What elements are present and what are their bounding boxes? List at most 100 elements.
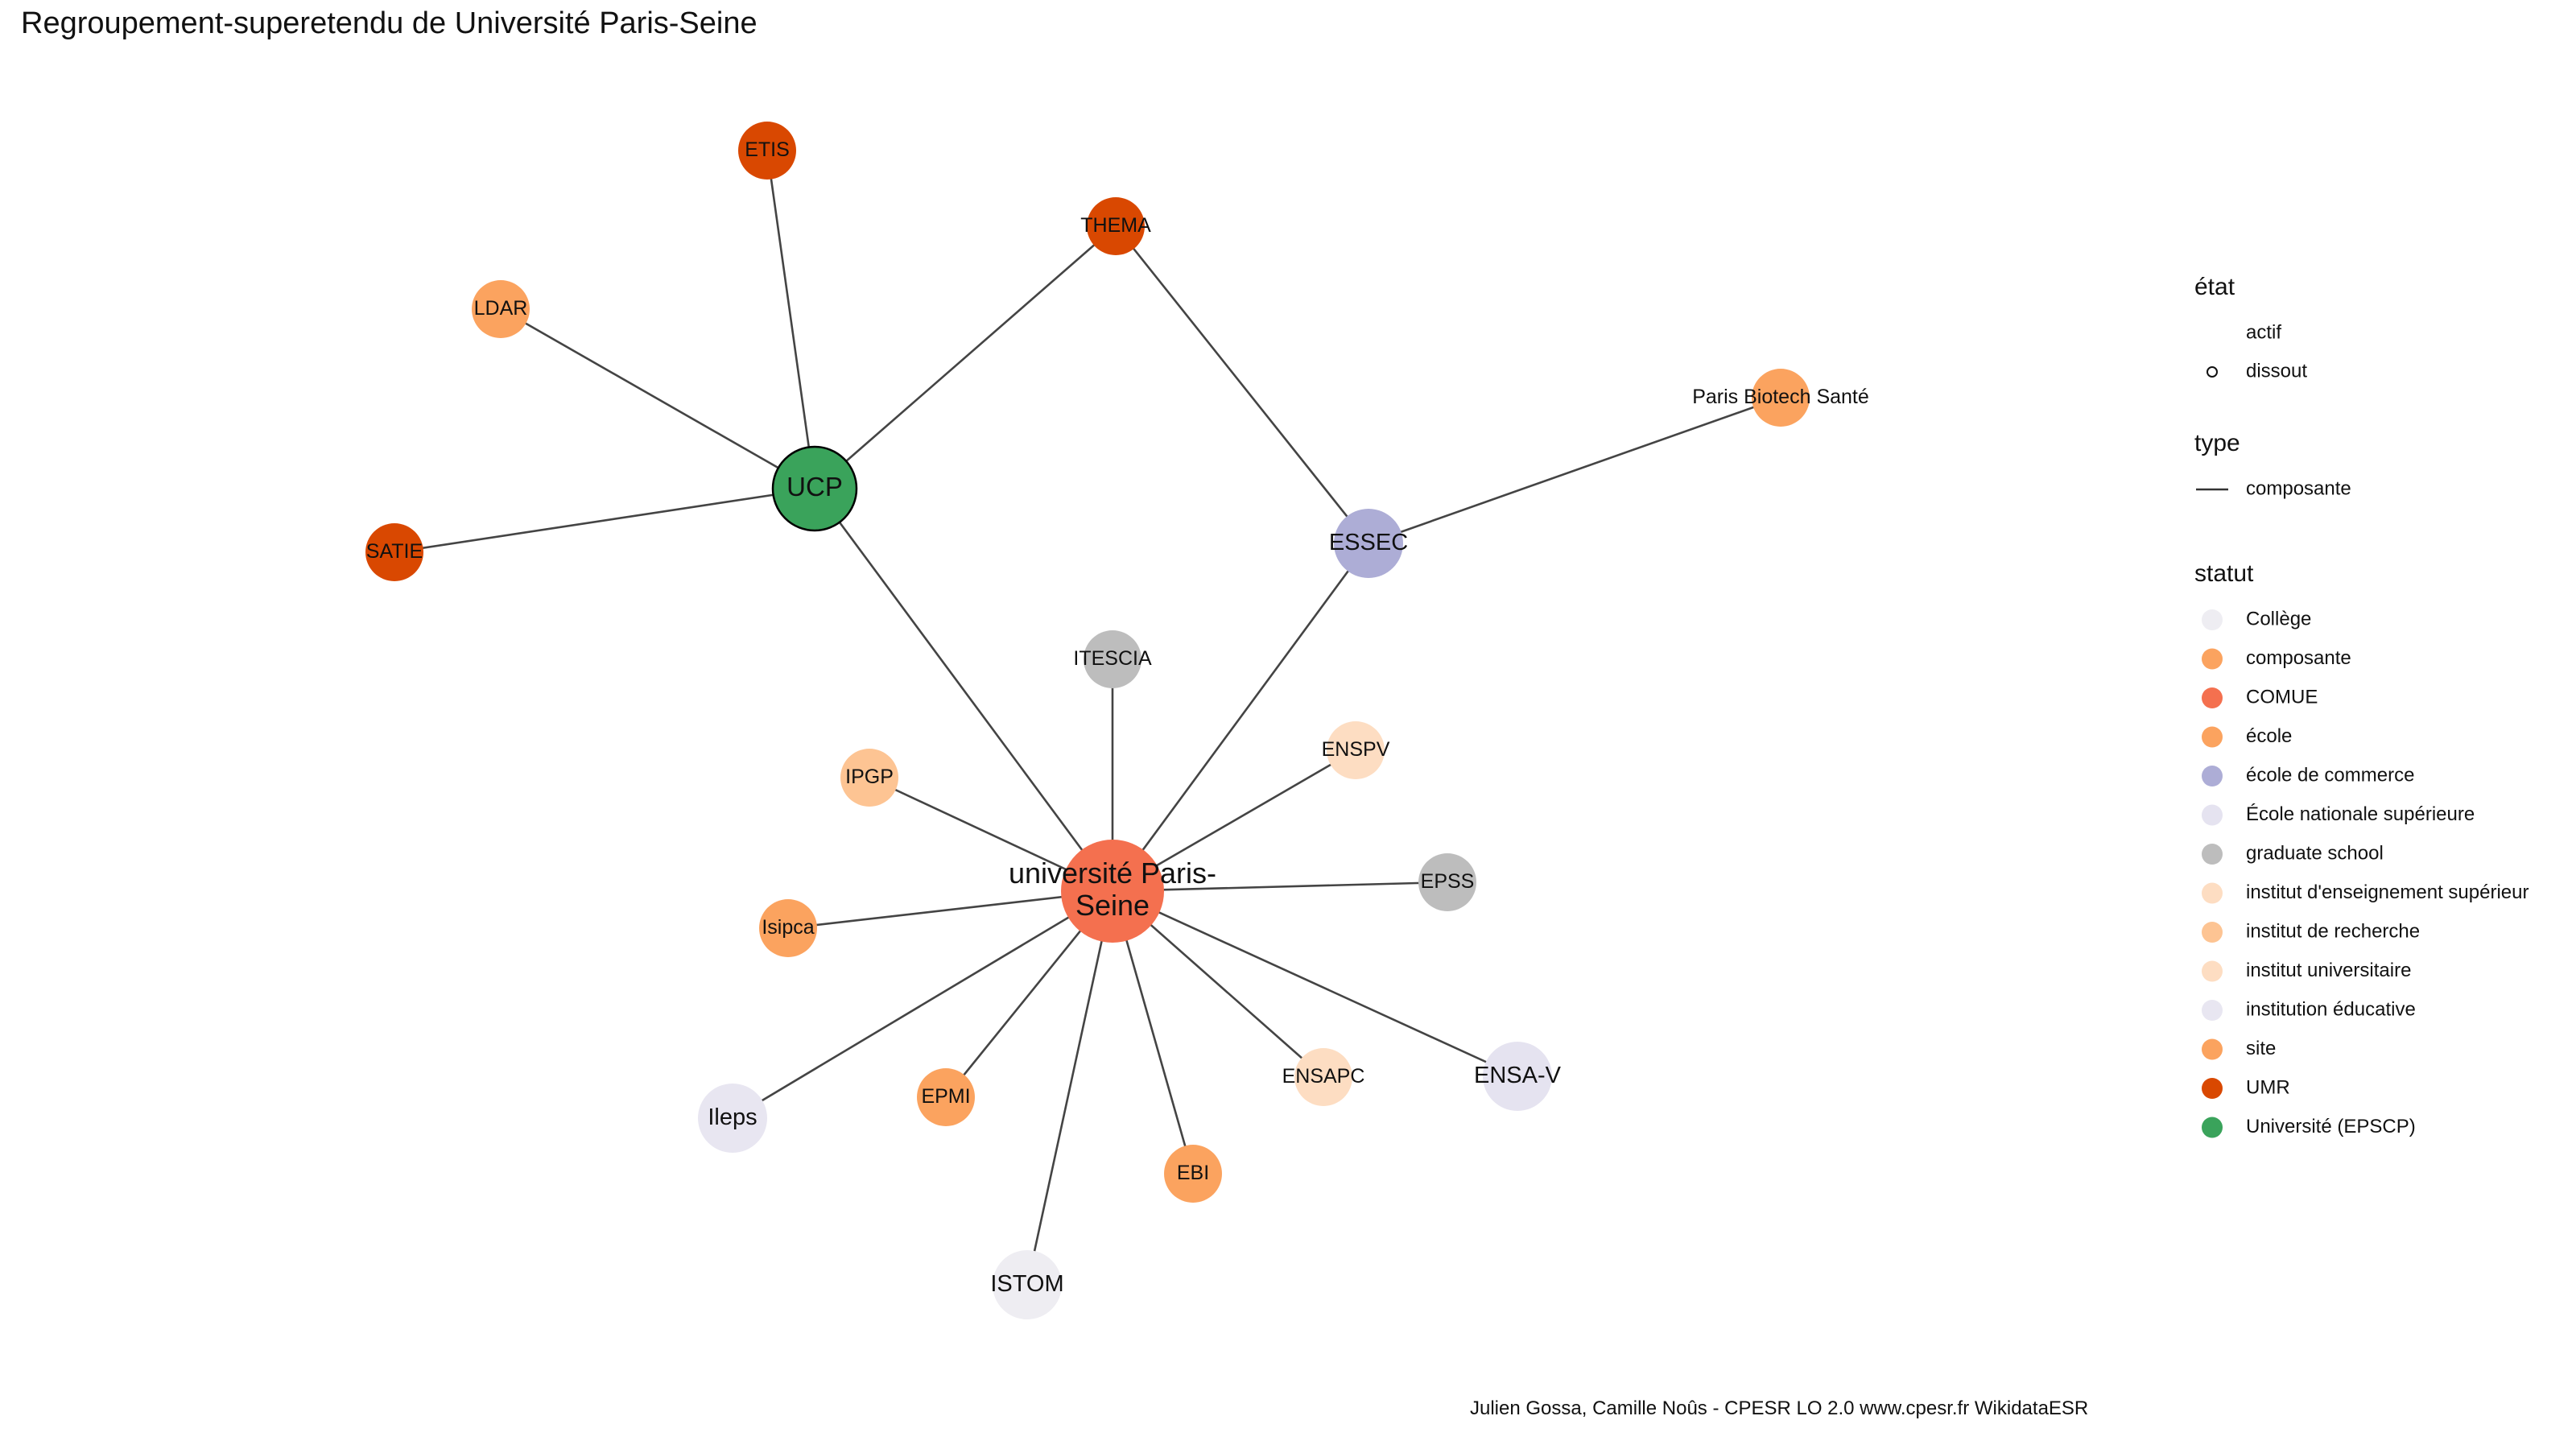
legend-label-statut-7: institut d'enseignement supérieur (2246, 881, 2529, 903)
node-label-isipca: Isipca (762, 916, 814, 939)
node-label-ucp: UCP (786, 472, 843, 502)
node-circle-thema (1087, 197, 1145, 255)
node-circle-ipgp (840, 749, 898, 807)
legend-ring-dissout (2207, 366, 2218, 378)
node-circle-ups (1061, 840, 1164, 943)
legend-label-etat-0: actif (2246, 321, 2281, 343)
node-ensapc: ENSAPC (1282, 1048, 1365, 1106)
caption: Julien Gossa, Camille Noûs - CPESR LO 2.… (1470, 1397, 2089, 1419)
legend-swatch-12 (2202, 1078, 2223, 1099)
node-label-itescia: ITESCIA (1073, 647, 1152, 670)
node-label-satie: SATIE (366, 540, 423, 563)
legend-label-statut-9: institut universitaire (2246, 960, 2411, 981)
edge-essec-pbs (1368, 396, 1781, 545)
node-circle-enspv (1327, 721, 1385, 779)
node-circle-ldar (472, 280, 530, 338)
legend-label-statut-1: composante (2246, 647, 2351, 669)
legend-swatch-3 (2202, 726, 2223, 748)
node-circle-istom (993, 1250, 1062, 1319)
node-circle-ensapc (1294, 1048, 1352, 1106)
node-essec: ESSEC (1329, 509, 1408, 578)
node-label-etis: ETIS (745, 138, 790, 161)
legend-swatch-0 (2202, 609, 2223, 630)
legend-label-statut-0: Collège (2246, 608, 2311, 630)
node-label-pbs: Paris Biotech Santé (1692, 386, 1869, 408)
node-label-ensav: ENSA-V (1474, 1063, 1562, 1088)
node-itescia: ITESCIA (1073, 630, 1152, 688)
edge-ups-ensav (1112, 890, 1518, 1078)
node-circle-ileps (698, 1084, 767, 1153)
node-circle-itescia (1084, 630, 1141, 688)
node-circle-ebi (1164, 1145, 1222, 1203)
edge-ucp-ldar (500, 308, 815, 490)
node-ensav: ENSA-V (1474, 1042, 1562, 1111)
node-circle-ensav (1483, 1042, 1552, 1111)
node-ups: université Paris-Seine (1009, 840, 1216, 943)
node-pbs: Paris Biotech Santé (1692, 369, 1869, 427)
node-label-istom: ISTOM (990, 1271, 1063, 1297)
legend-label-statut-6: graduate school (2246, 842, 2384, 864)
node-ldar: LDAR (472, 280, 530, 338)
legend-swatch-1 (2202, 648, 2223, 670)
edge-ucp-satie (394, 487, 815, 554)
legend-title-type: type (2194, 430, 2240, 456)
node-circle-isipca (759, 899, 817, 957)
chart-title: Regroupement-superetendu de Université P… (21, 6, 758, 40)
legend-label-statut-8: institut de recherche (2246, 920, 2420, 942)
legend-title-etat: état (2194, 274, 2235, 300)
node-label-ileps: Ileps (708, 1104, 757, 1130)
node-etis: ETIS (738, 122, 796, 180)
legend-swatch-11 (2202, 1038, 2223, 1060)
node-ebi: EBI (1164, 1145, 1222, 1203)
node-ileps: Ileps (698, 1084, 767, 1153)
node-circle-epmi (917, 1068, 975, 1126)
node-label-thema: THEMA (1080, 214, 1151, 237)
legend-label-statut-3: école (2246, 725, 2292, 747)
node-thema: THEMA (1080, 197, 1151, 255)
legend-label-type-0: composante (2246, 477, 2351, 499)
node-label-epss: EPSS (1421, 870, 1475, 893)
legend-swatch-6 (2202, 844, 2223, 865)
node-epmi: EPMI (917, 1068, 975, 1126)
graph-nodes: université Paris-Seine UCP ESSEC ETIS THEMA L… (365, 122, 1869, 1319)
node-circle-ucp (771, 445, 858, 532)
edge-ucp-thema (814, 225, 1117, 489)
node-ucp: UCP (771, 445, 858, 532)
edge-thema-essec (1114, 225, 1370, 544)
node-enspv: ENSPV (1322, 721, 1390, 779)
node-epss: EPSS (1418, 853, 1476, 911)
node-label-ldar: LDAR (474, 297, 528, 320)
legend-swatch-9 (2202, 960, 2223, 982)
legend-swatch-13 (2202, 1117, 2223, 1138)
legend-label-statut-5: École nationale supérieure (2246, 803, 2475, 825)
node-label-ebi: EBI (1177, 1162, 1209, 1184)
node-label-epmi: EPMI (921, 1085, 970, 1108)
legend-swatch-8 (2202, 922, 2223, 943)
legend-swatch-10 (2202, 1000, 2223, 1021)
legend-label-statut-13: Université (EPSCP) (2246, 1116, 2416, 1137)
node-label-ipgp: IPGP (845, 766, 894, 788)
edge-ups-ileps (732, 890, 1113, 1120)
node-circle-etis (738, 122, 796, 180)
legend-swatch-7 (2202, 882, 2223, 904)
legend-label-statut-11: site (2246, 1038, 2276, 1059)
node-circle-satie (365, 523, 423, 581)
legend-label-etat-1: dissout (2246, 360, 2307, 382)
legend-label-statut-12: UMR (2246, 1076, 2290, 1098)
edge-ups-isipca (787, 890, 1113, 930)
edge-ups-istom (1026, 890, 1114, 1286)
legend-label-statut-2: COMUE (2246, 686, 2318, 708)
legend: étatactifdissouttypecomposantestatutColl… (2194, 274, 2529, 1138)
node-circle-essec (1334, 509, 1403, 578)
edge-essec-ups (1111, 543, 1370, 892)
node-satie: SATIE (365, 523, 423, 581)
node-isipca: Isipca (759, 899, 817, 957)
legend-label-statut-10: institution éducative (2246, 998, 2416, 1020)
node-circle-epss (1418, 853, 1476, 911)
node-label-ensapc: ENSAPC (1282, 1065, 1365, 1088)
graph-edges (394, 150, 1781, 1286)
edge-ups-epss (1112, 881, 1448, 893)
node-label-essec: ESSEC (1329, 530, 1408, 555)
legend-swatch-5 (2202, 804, 2223, 826)
